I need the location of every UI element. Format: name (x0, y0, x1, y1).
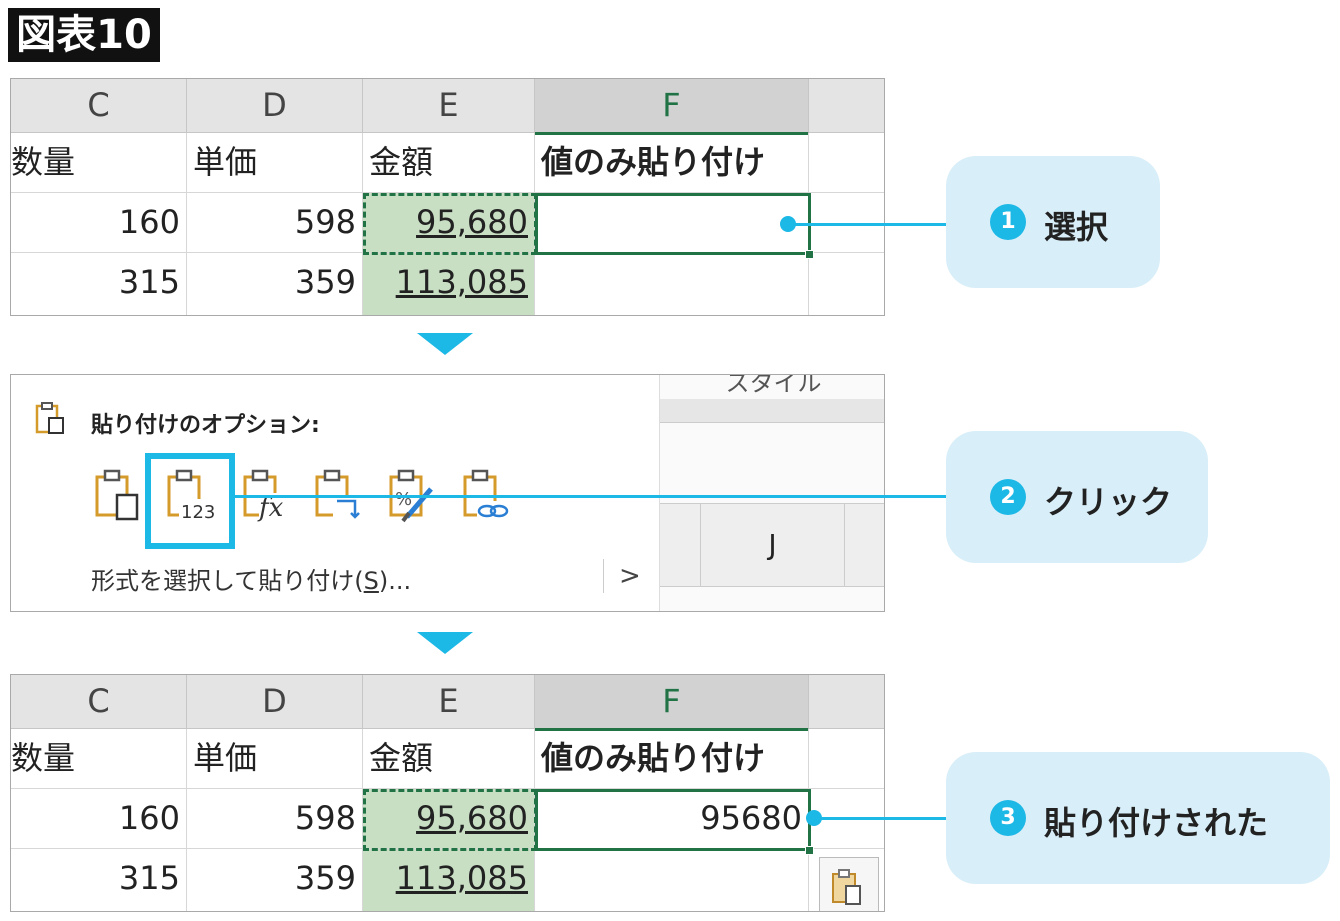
cell-e-row1-value: 95,680 (416, 799, 528, 837)
callout-1-text: 選択 (1044, 208, 1109, 246)
cell-e-row2[interactable]: 113,085 (363, 253, 535, 315)
paste-options-title: 貼り付けのオプション: (91, 413, 320, 438)
cell-e-row2-value: 113,085 (395, 859, 528, 897)
paste-values-highlight (145, 453, 235, 549)
cell-g-row1[interactable] (809, 193, 884, 253)
column-header-e[interactable]: E (363, 675, 535, 729)
spreadsheet-after: C D E F 数量 単価 金額 値のみ貼り付け 160 598 95,680 … (10, 674, 885, 912)
fill-handle[interactable] (805, 846, 814, 855)
cell-f-row2[interactable] (535, 849, 809, 911)
column-header-g[interactable] (809, 79, 884, 133)
callout-2-line (232, 495, 950, 498)
cell-e-row2[interactable]: 113,085 (363, 849, 535, 911)
column-header-g[interactable] (809, 675, 884, 729)
copy-marquee (363, 789, 537, 851)
cell-c-row2[interactable]: 315 (11, 253, 187, 315)
cell-g-header[interactable] (809, 729, 884, 789)
cell-e-row1[interactable]: 95,680 (363, 193, 535, 253)
callout-2-bubble: 2 クリック (946, 431, 1208, 563)
column-header-d[interactable]: D (187, 675, 363, 729)
callout-3-line (816, 817, 950, 820)
fill-handle[interactable] (805, 250, 814, 259)
figure-label: 図表10 (8, 8, 160, 62)
paste-options-panel: スタイル J 貼り付けのオプション: 123 fx % (10, 374, 885, 612)
svg-text:%: % (395, 489, 412, 510)
callout-3-dot (806, 810, 822, 826)
cell-d-row1[interactable]: 598 (187, 789, 363, 849)
cell-e-row1-value: 95,680 (416, 203, 528, 241)
cell-f-header[interactable]: 値のみ貼り付け (535, 133, 809, 193)
cell-d-row2[interactable]: 359 (187, 253, 363, 315)
callout-2-number: 2 (990, 479, 1026, 515)
cell-c-row1[interactable]: 160 (11, 789, 187, 849)
cell-e-row1[interactable]: 95,680 (363, 789, 535, 849)
cell-g-row2[interactable] (809, 253, 884, 315)
cell-e-header[interactable]: 金額 (363, 133, 535, 193)
paste-values-icon-text: 123 (181, 502, 216, 523)
ribbon-divider (660, 399, 884, 423)
cell-d-header[interactable]: 単価 (187, 133, 363, 193)
cell-c-row2[interactable]: 315 (11, 849, 187, 911)
callout-1-bubble: 1 選択 (946, 156, 1160, 288)
paste-link-icon[interactable] (459, 467, 511, 523)
down-arrow-icon (417, 333, 473, 355)
cell-f-header[interactable]: 値のみ貼り付け (535, 729, 809, 789)
clipboard-icon (35, 402, 64, 434)
callout-1-number: 1 (990, 204, 1026, 240)
selection-box (535, 193, 811, 255)
column-header-d[interactable]: D (187, 79, 363, 133)
paste-options-button[interactable] (819, 857, 879, 911)
paste-special-divider (603, 559, 604, 593)
cell-c-header[interactable]: 数量 (11, 133, 187, 193)
column-header-j-row (660, 503, 884, 587)
cell-g-header[interactable] (809, 133, 884, 193)
column-header-c[interactable]: C (11, 675, 187, 729)
column-header-f[interactable]: F (535, 79, 809, 135)
column-header-j[interactable]: J (700, 503, 845, 587)
cell-g-row1[interactable] (809, 789, 884, 849)
cell-e-row2-value: 113,085 (395, 263, 528, 301)
callout-1-dot (780, 216, 796, 232)
paste-values-icon[interactable] (163, 467, 215, 523)
chevron-right-icon[interactable]: > (619, 561, 641, 591)
ribbon-style-label[interactable]: スタイル (725, 374, 822, 397)
accelerator-key: S (363, 567, 379, 595)
cell-f-row2[interactable] (535, 253, 809, 315)
column-header-c[interactable]: C (11, 79, 187, 133)
copy-marquee (363, 193, 537, 255)
column-header-e[interactable]: E (363, 79, 535, 133)
cell-c-header[interactable]: 数量 (11, 729, 187, 789)
cell-e-header[interactable]: 金額 (363, 729, 535, 789)
callout-3-number: 3 (990, 800, 1026, 836)
down-arrow-icon (417, 632, 473, 654)
callout-3-bubble: 3 貼り付けされた (946, 752, 1330, 884)
column-header-f[interactable]: F (535, 675, 809, 731)
cell-d-row1[interactable]: 598 (187, 193, 363, 253)
spreadsheet-before: C D E F 数量 単価 金額 値のみ貼り付け 160 598 95,680 … (10, 78, 885, 316)
paste-smart-tag-icon (832, 869, 861, 905)
cell-c-row1[interactable]: 160 (11, 193, 187, 253)
selection-box (535, 789, 811, 851)
cell-d-row2[interactable]: 359 (187, 849, 363, 911)
paste-formulas-icon-text: fx (259, 493, 284, 523)
callout-3-text: 貼り付けされた (1044, 804, 1269, 842)
paste-special-link[interactable]: 形式を選択して貼り付け(S)... (91, 567, 412, 595)
ribbon-fragment: スタイル J (659, 374, 884, 611)
callout-2-text: クリック (1044, 483, 1173, 521)
cell-d-header[interactable]: 単価 (187, 729, 363, 789)
callout-1-line (790, 223, 950, 226)
paste-icon[interactable] (91, 467, 143, 523)
